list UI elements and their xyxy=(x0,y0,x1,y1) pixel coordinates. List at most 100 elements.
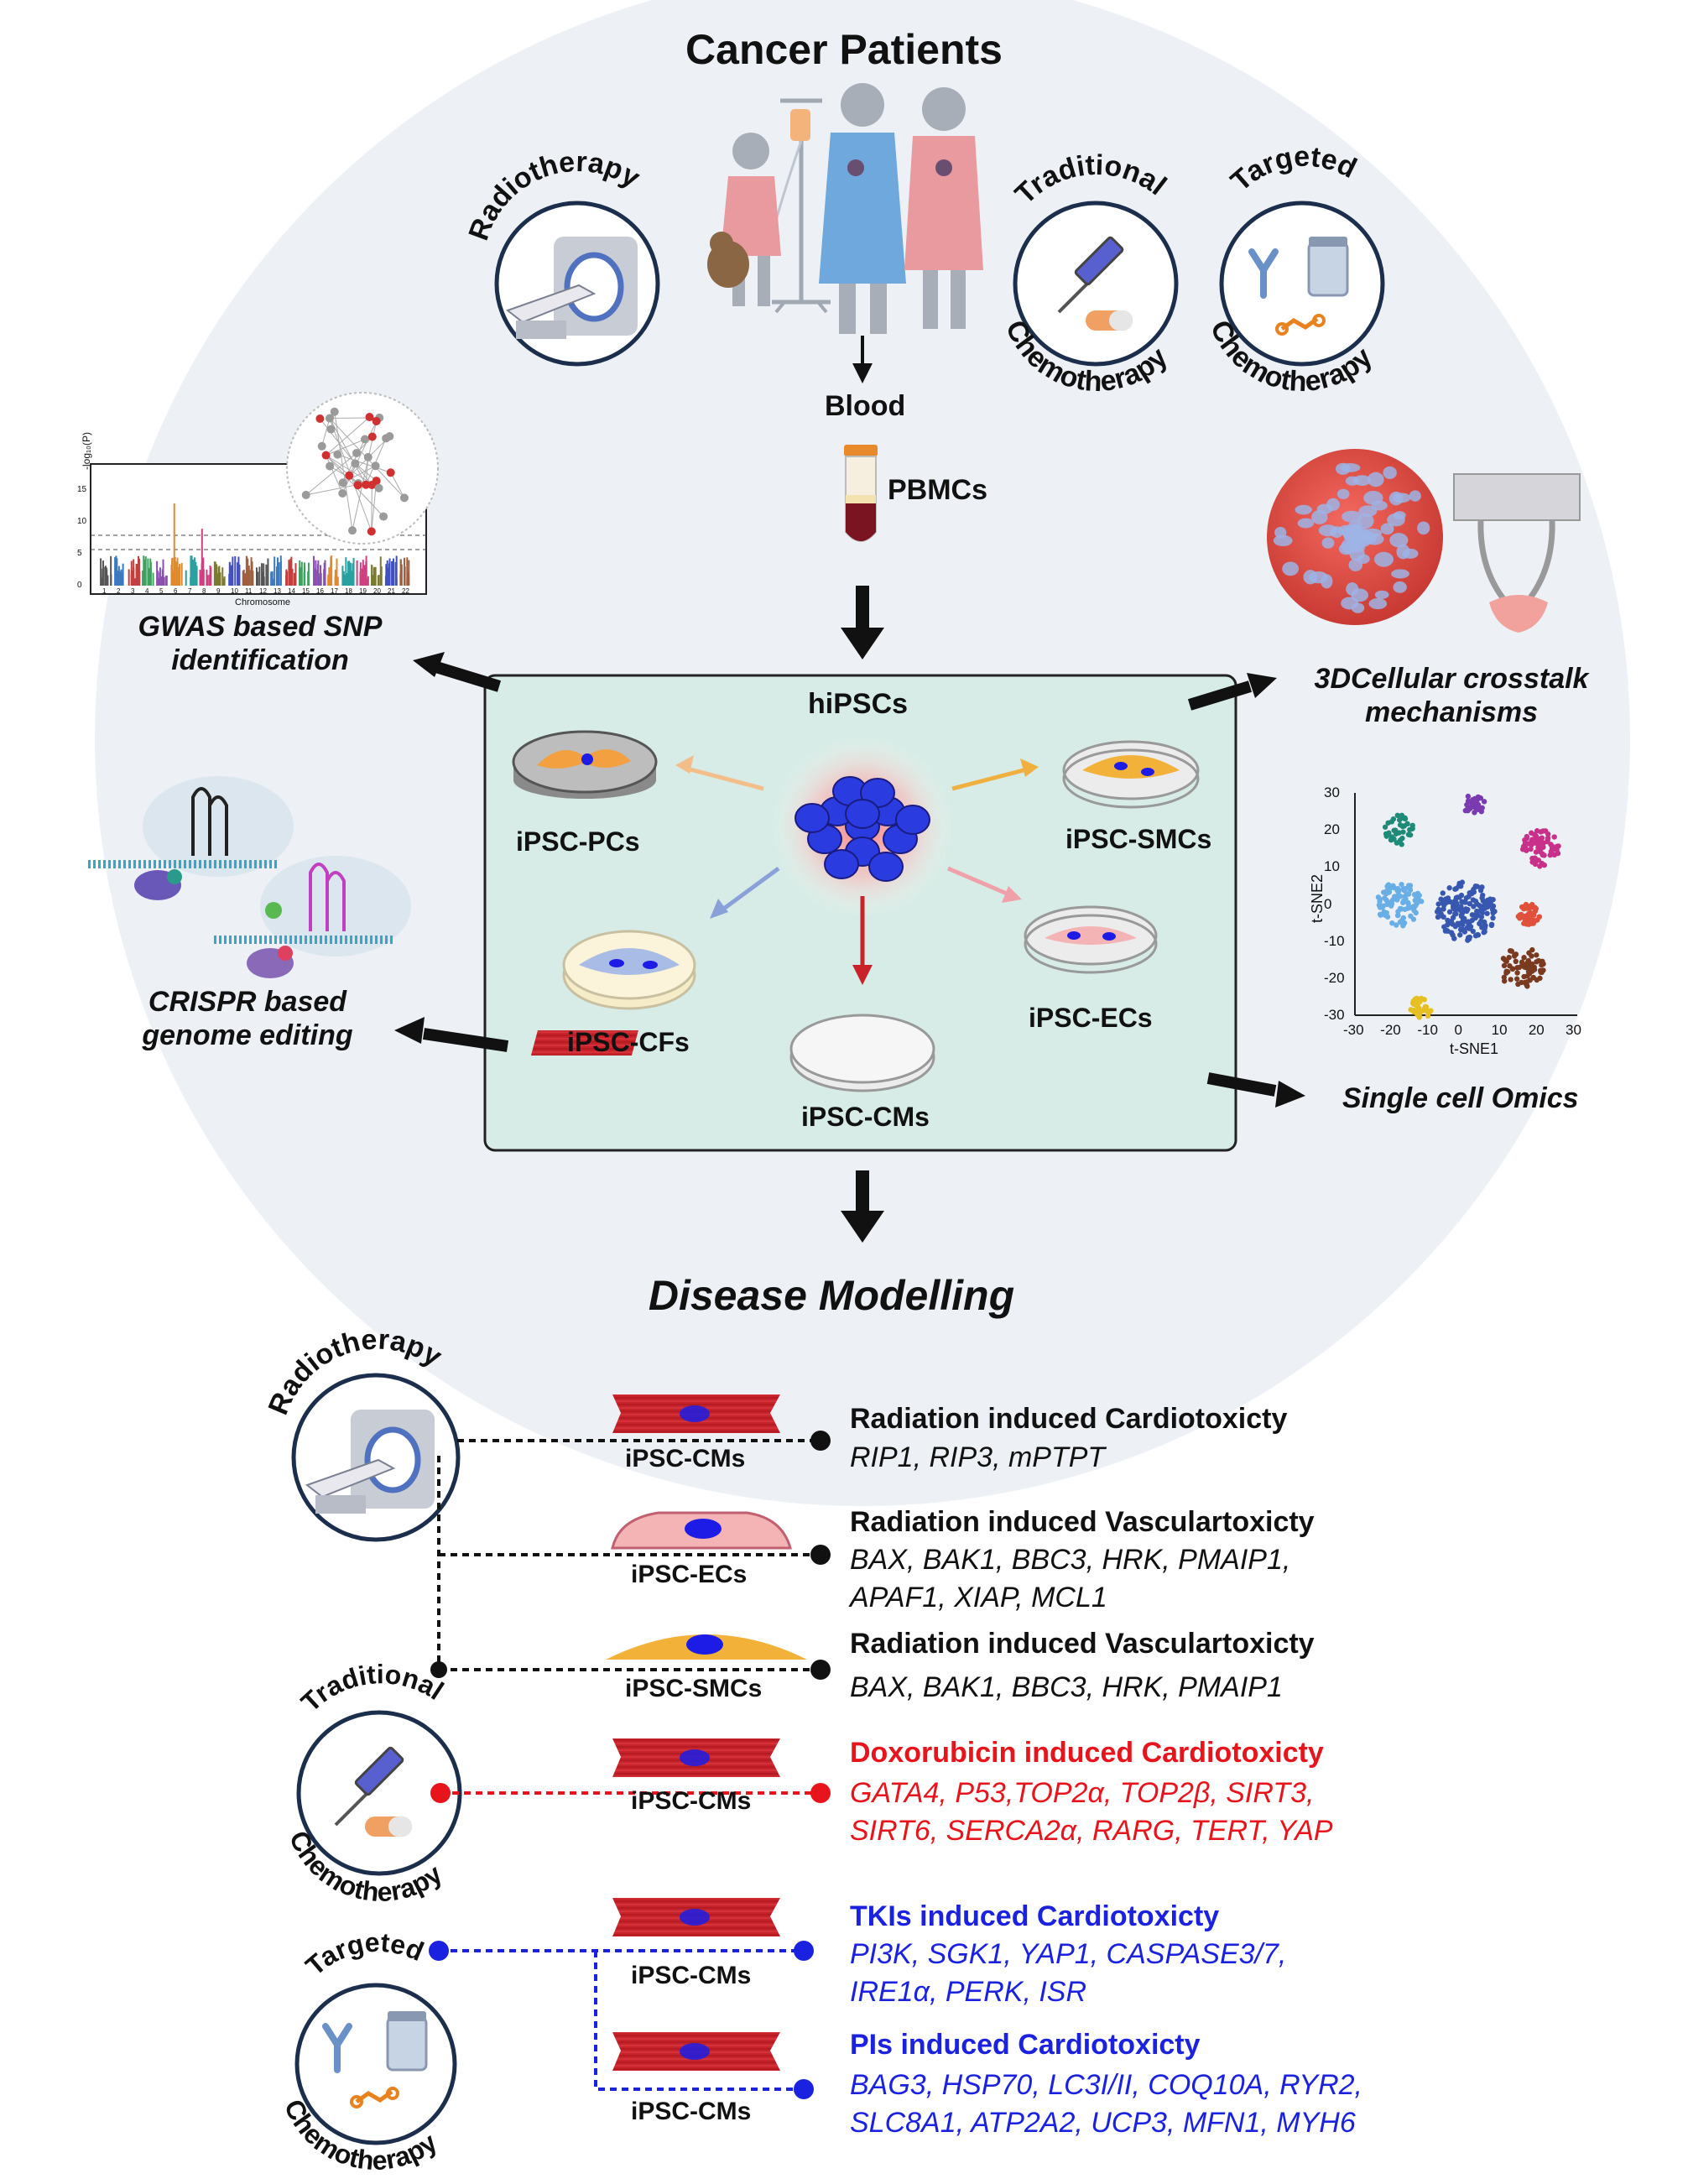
tsne-point xyxy=(1501,962,1508,969)
manhattan-point xyxy=(387,577,389,586)
tsne-point xyxy=(1507,962,1513,969)
manhattan-point xyxy=(307,576,310,586)
tsne-point xyxy=(1465,906,1471,913)
manhattan-point xyxy=(349,571,352,586)
manhattan-point xyxy=(128,569,130,586)
manhattan-point xyxy=(360,575,362,586)
manhattan-point xyxy=(170,565,173,586)
tsne-point xyxy=(1517,912,1523,918)
tsne-point xyxy=(1484,910,1490,916)
tsne-point xyxy=(1390,883,1396,889)
manhattan-point xyxy=(367,576,369,586)
tsne-point xyxy=(1514,970,1520,976)
tsne-point xyxy=(1402,894,1408,899)
sphere-cell xyxy=(1295,504,1312,515)
tsne-point xyxy=(1524,983,1530,989)
tsne-point xyxy=(1488,922,1495,929)
tsne-point xyxy=(1435,901,1441,907)
manhattan-point xyxy=(344,575,346,586)
tsne-point xyxy=(1445,928,1451,934)
network-edge xyxy=(337,454,391,473)
manhattan-point xyxy=(242,571,244,586)
ipsc-pcs-label: iPSC-PCs xyxy=(516,826,640,857)
network-edge xyxy=(390,472,405,498)
hipsc-cell xyxy=(824,849,859,879)
manhattan-point xyxy=(156,560,159,586)
tsne-point xyxy=(1508,977,1513,983)
tsne-point xyxy=(1397,905,1404,912)
tsne-point xyxy=(1512,951,1518,957)
tsne-point xyxy=(1547,852,1553,858)
sphere-cell xyxy=(1326,498,1341,511)
manhattan-point xyxy=(374,566,377,586)
tsne-point xyxy=(1389,920,1395,926)
row-heading: Radiation induced Vasculartoxicty xyxy=(850,1506,1315,1538)
manhattan-point xyxy=(192,570,195,586)
tsne-point xyxy=(1393,831,1399,837)
sphere-cell xyxy=(1351,588,1368,602)
sphere-cell xyxy=(1348,520,1362,533)
manhattan-point xyxy=(267,558,269,586)
tsne-point xyxy=(1478,914,1485,920)
tsne-point xyxy=(1478,918,1484,925)
tsne-point xyxy=(1469,912,1476,918)
manhattan-point xyxy=(131,570,133,586)
manhattan-point xyxy=(237,562,239,586)
row-genes-1: BAX, BAK1, BBC3, HRK, PMAIP1 xyxy=(850,1671,1283,1703)
manhattan-point xyxy=(228,562,231,586)
tsne-point xyxy=(1501,978,1508,984)
radiotherapy-icon xyxy=(494,201,660,367)
cardiomyocyte-cell-2 xyxy=(612,1738,780,1777)
manhattan-xtick: 11 xyxy=(245,587,253,595)
manhattan-point xyxy=(216,573,219,586)
manhattan-point xyxy=(330,567,332,586)
manhattan-point xyxy=(348,560,351,586)
tsne-ytick: 10 xyxy=(1324,858,1340,875)
gwas-label-line2: identification xyxy=(171,644,349,676)
sphere-cell xyxy=(1321,537,1335,549)
manhattan-point xyxy=(148,567,151,586)
tsne-point xyxy=(1527,910,1534,915)
manhattan-xtick: 22 xyxy=(402,587,409,595)
tsne-point xyxy=(1526,905,1533,911)
network-node xyxy=(367,432,377,441)
manhattan-point xyxy=(275,566,278,586)
manhattan-point xyxy=(289,558,292,586)
manhattan-point xyxy=(385,564,388,586)
sphere-cell xyxy=(1368,597,1388,610)
manhattan-xtick: 12 xyxy=(259,587,267,595)
manhattan-point xyxy=(234,555,237,586)
manhattan-point xyxy=(133,578,136,586)
manhattan-point xyxy=(100,568,102,586)
tsne-point xyxy=(1472,898,1479,904)
network-node xyxy=(379,512,388,521)
tsne-point xyxy=(1450,932,1456,938)
tsne-point xyxy=(1446,885,1452,891)
tsne-point xyxy=(1410,998,1417,1004)
manhattan-point xyxy=(160,576,163,586)
manhattan-point xyxy=(371,565,373,586)
tsne-point xyxy=(1380,889,1387,895)
tsne-xtick: 10 xyxy=(1491,1022,1508,1038)
sphere-cell xyxy=(1282,561,1300,576)
manhattan-point xyxy=(257,571,259,586)
manhattan-point xyxy=(149,558,152,586)
network-node xyxy=(301,490,310,499)
blood-label: Blood xyxy=(825,390,906,422)
manhattan-point xyxy=(105,567,107,586)
row-genes-1: BAG3, HSP70, LC3I/II, COQ10A, RYR2, xyxy=(850,2069,1362,2101)
network-node xyxy=(352,448,362,457)
manhattan-point xyxy=(263,576,265,586)
network-node xyxy=(325,414,334,423)
manhattan-point xyxy=(261,563,263,586)
manhattan-point xyxy=(315,560,317,586)
manhattan-point xyxy=(317,576,320,586)
manhattan-point xyxy=(190,555,192,586)
manhattan-point xyxy=(102,560,104,586)
ipsc-smcs-label: iPSC-SMCs xyxy=(1065,824,1212,854)
sphere-cell xyxy=(1347,539,1360,550)
tsne-point xyxy=(1425,1013,1431,1019)
manhattan-point xyxy=(117,571,119,586)
tsne-point xyxy=(1469,917,1475,924)
manhattan-point xyxy=(165,576,168,586)
